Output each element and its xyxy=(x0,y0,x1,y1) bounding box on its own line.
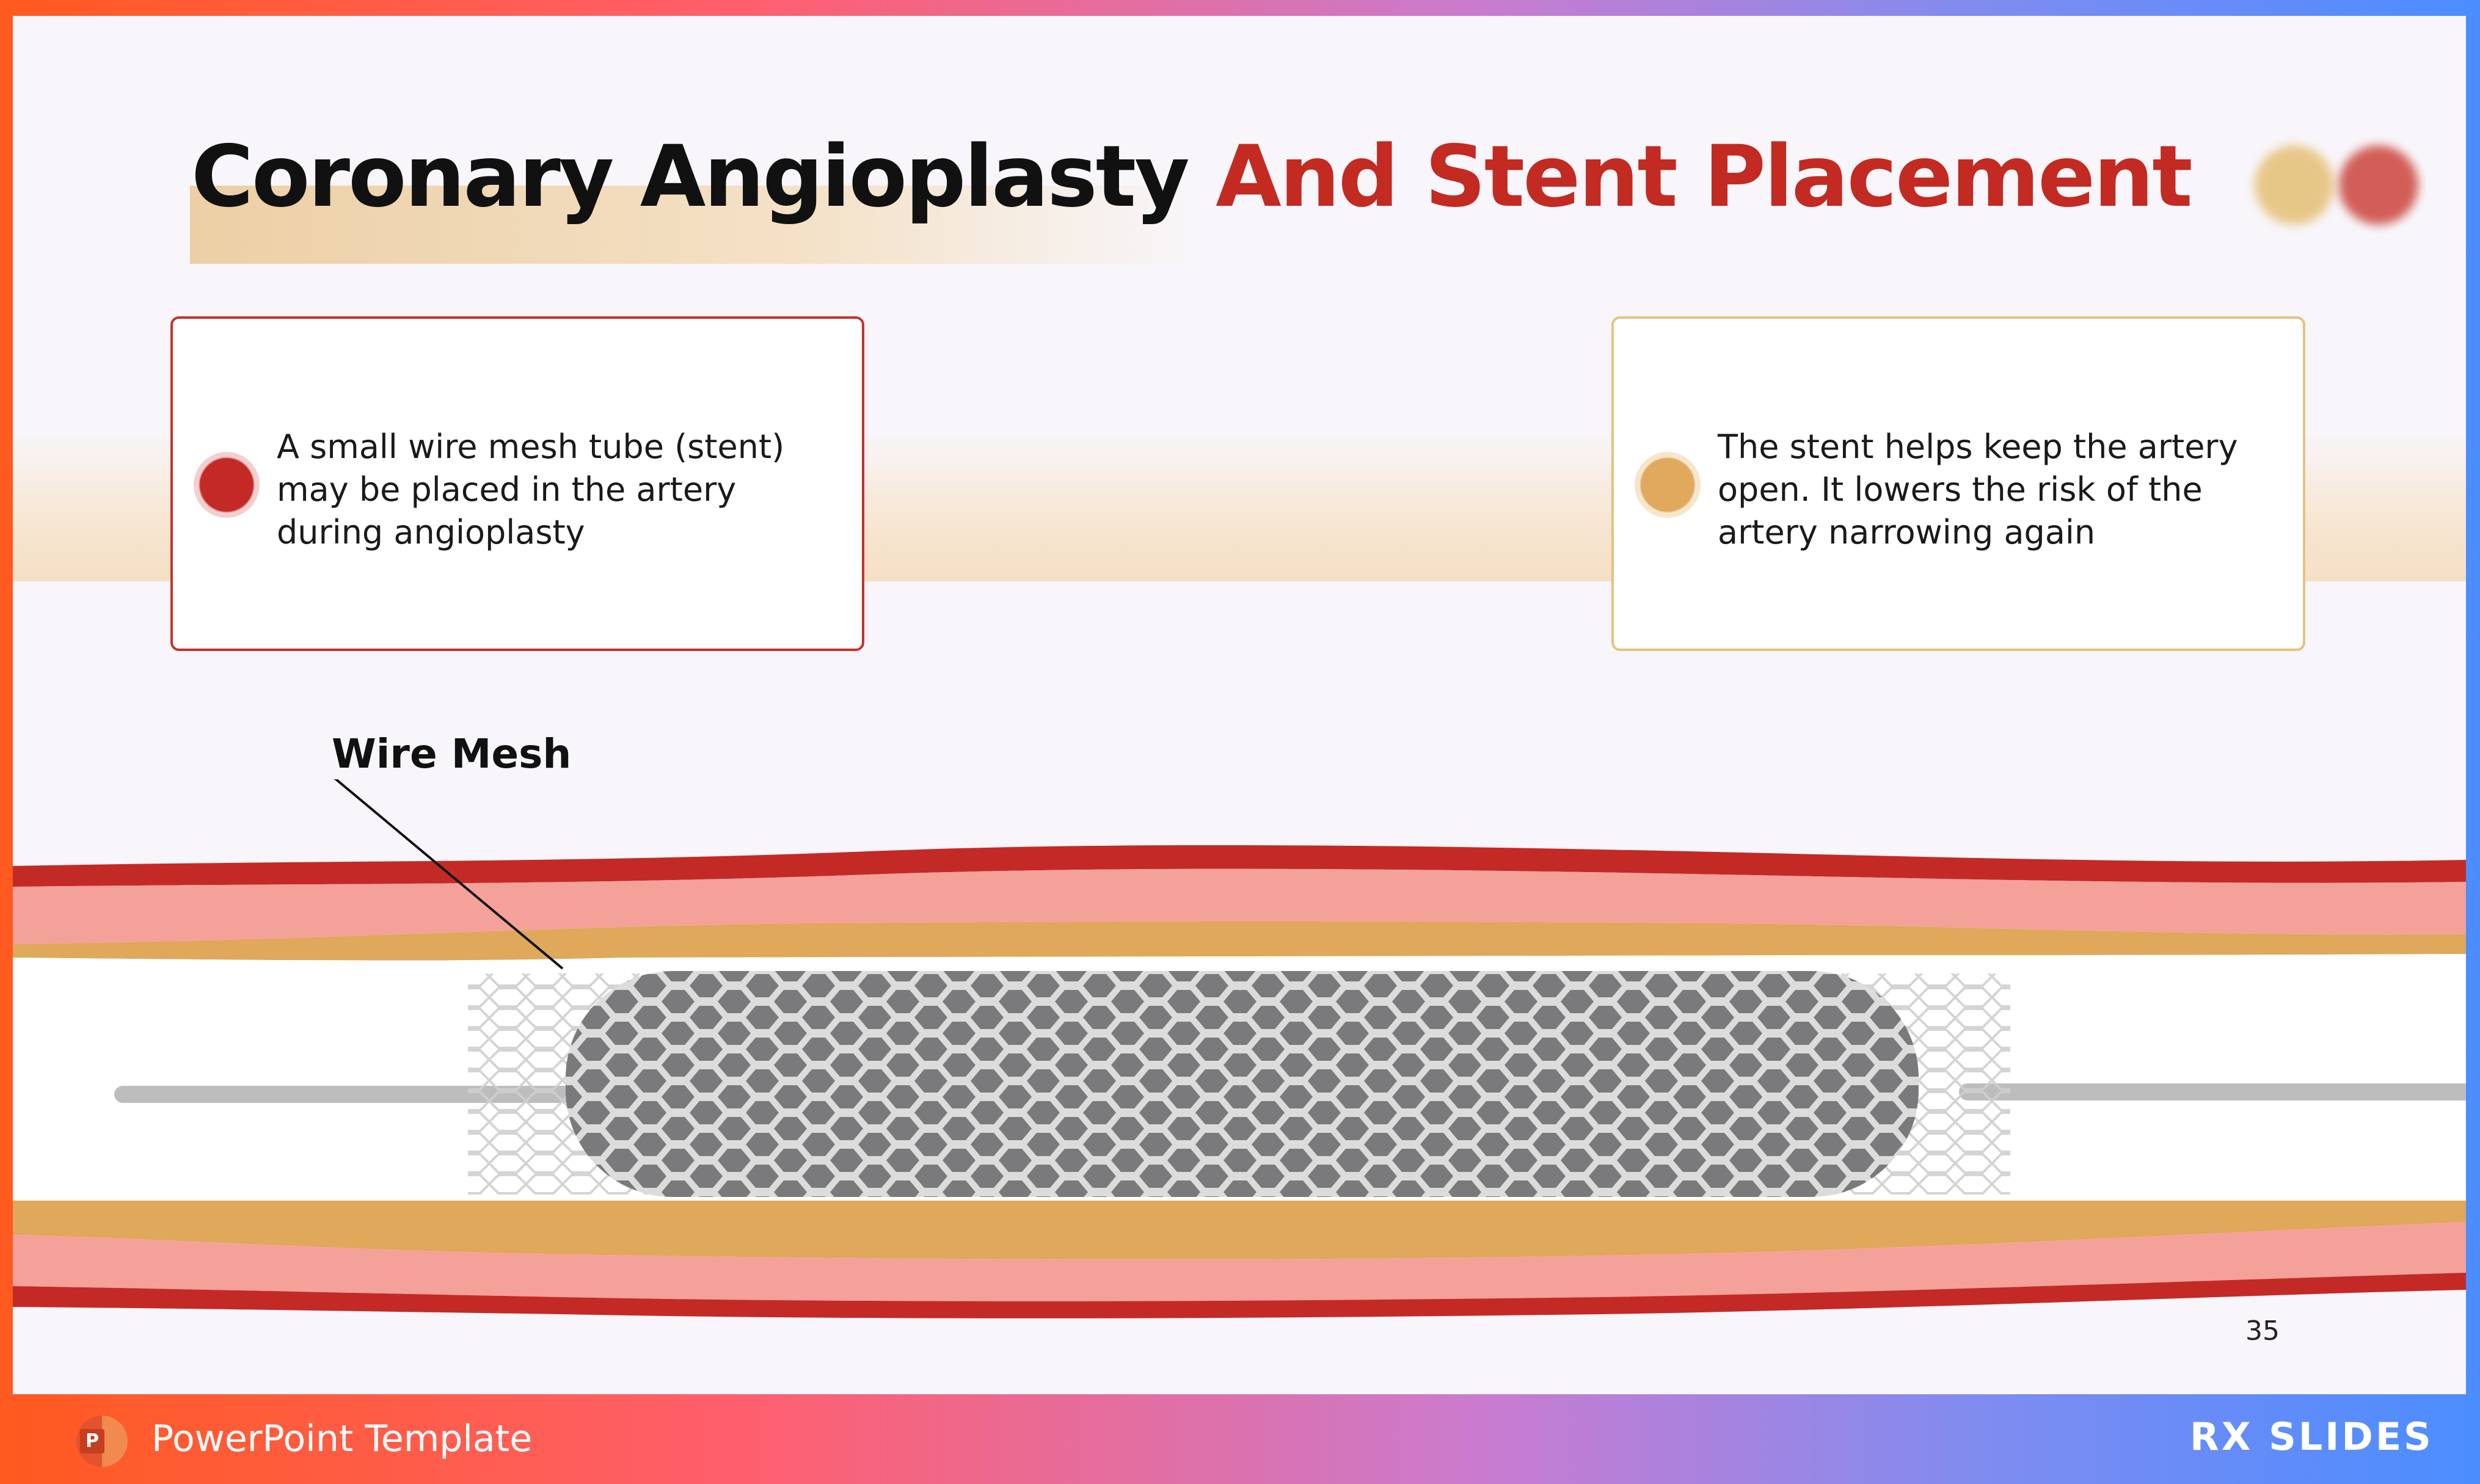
slide-title: Coronary Angioplasty And Stent Placement xyxy=(191,126,2191,228)
powerpoint-icon: P xyxy=(76,1416,128,1467)
decor-red-dot xyxy=(2339,145,2418,225)
powerpoint-icon-letter: P xyxy=(80,1429,104,1453)
info-card-right: The stent helps keep the artery open. It… xyxy=(1611,316,2305,651)
title-main: Coronary Angioplasty xyxy=(191,127,1188,226)
slide: Coronary Angioplasty And Stent Placement… xyxy=(13,16,2466,1394)
footer-template-label: PowerPoint Template xyxy=(151,1417,532,1460)
decor-gold-dot xyxy=(2255,145,2334,225)
powerpoint-icon-half xyxy=(102,1416,128,1467)
page-number: 35 xyxy=(2245,1315,2280,1347)
artery-stent-diagram xyxy=(13,779,2466,1366)
card-text-left: A small wire mesh tube (stent) may be pl… xyxy=(277,426,851,554)
gold-bullet-icon xyxy=(1635,452,1701,518)
title-accent: And Stent Placement xyxy=(1216,127,2191,226)
brand-logo: RX SLIDES xyxy=(2190,1414,2434,1459)
info-card-left: A small wire mesh tube (stent) may be pl… xyxy=(170,316,864,651)
wire-mesh-label: Wire Mesh xyxy=(332,730,571,777)
stent-wire-mesh xyxy=(566,971,1919,1197)
red-bullet-icon xyxy=(194,452,260,518)
card-text-right: The stent helps keep the artery open. It… xyxy=(1718,426,2292,554)
